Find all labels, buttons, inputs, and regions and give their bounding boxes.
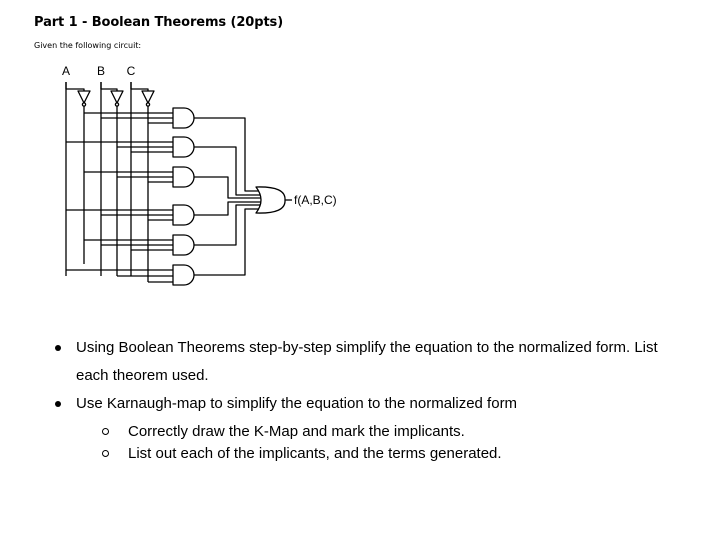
intro-text: Given the following circuit: <box>34 41 142 50</box>
inverted-rails <box>83 106 149 282</box>
and-gate-4 <box>172 204 195 226</box>
logic-circuit-diagram: A B C <box>62 64 337 286</box>
not-gate-a <box>77 90 91 107</box>
and-gate-2 <box>172 136 195 158</box>
not-gate-b <box>110 90 124 107</box>
and-gate-6 <box>172 264 195 286</box>
task-2: Use Karnaugh-map to simplify the equatio… <box>76 395 518 412</box>
sub-bullet-ring <box>102 450 109 457</box>
output-label: f(A,B,C) <box>294 193 337 207</box>
or-gate <box>255 186 286 214</box>
and-input-wires <box>66 112 173 283</box>
and-gate-5 <box>172 234 195 256</box>
page-title: Part 1 - Boolean Theorems (20pts) <box>34 15 284 30</box>
input-label-b: B <box>97 64 105 78</box>
bullet-dot <box>55 401 61 407</box>
and-gate-1 <box>172 107 195 129</box>
not-gate-c <box>141 90 155 107</box>
input-wires <box>65 82 149 276</box>
or-input-wires <box>194 117 263 276</box>
bullet-dot <box>55 345 61 351</box>
task-1-line-2: each theorem used. <box>76 367 209 384</box>
task-2-sub-1: Correctly draw the K-Map and mark the im… <box>128 423 465 440</box>
task-1-line-1: Using Boolean Theorems step-by-step simp… <box>76 339 658 356</box>
sub-bullet-ring <box>102 428 109 435</box>
task-2-sub-2: List out each of the implicants, and the… <box>128 445 502 462</box>
and-gate-3 <box>172 166 195 188</box>
input-label-c: C <box>127 64 136 78</box>
input-label-a: A <box>62 64 70 78</box>
